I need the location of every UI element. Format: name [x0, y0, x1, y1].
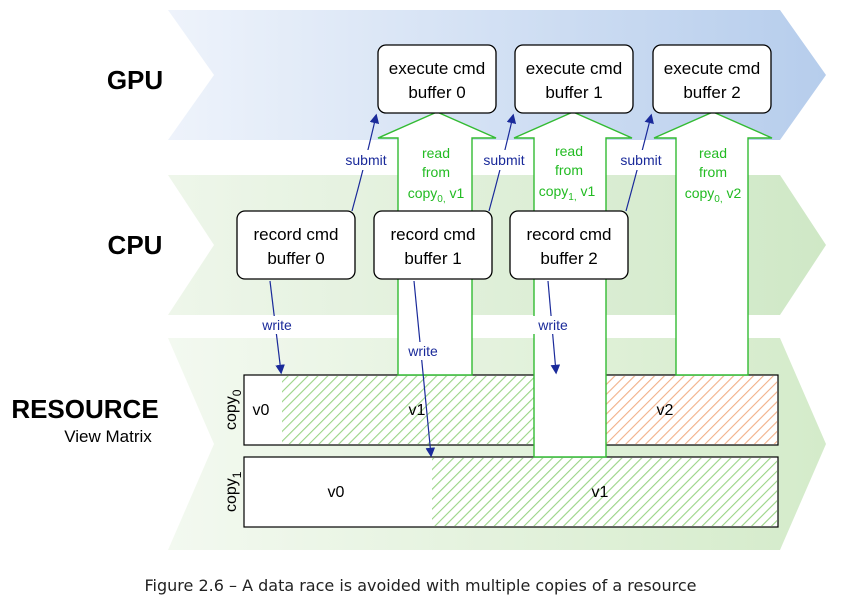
write-label-1: write [401, 342, 445, 360]
read-label-0: read from copy0, v1 [408, 145, 465, 205]
lane-label-resource: RESOURCE [11, 394, 158, 424]
cpu-box-0: record cmd buffer 0 [236, 210, 356, 280]
svg-text:buffer 0: buffer 0 [267, 249, 324, 268]
lane-label-cpu: CPU [108, 230, 163, 260]
svg-text:from: from [555, 162, 583, 178]
cell-copy0-v1: v1 [409, 402, 426, 419]
svg-text:copy1, v1: copy1, v1 [539, 183, 596, 203]
gpu-box-1: execute cmd buffer 1 [514, 44, 634, 114]
row-label-copy1: copy1 [223, 471, 244, 512]
lane-sublabel-view-matrix: View Matrix [64, 427, 152, 446]
cpu-band [168, 175, 826, 315]
svg-text:record cmd: record cmd [526, 225, 611, 244]
cpu-box-2: record cmd buffer 2 [509, 210, 629, 280]
cell-copy0-v1-hatch [282, 376, 556, 444]
gpu-box-2: execute cmd buffer 2 [652, 44, 772, 114]
svg-text:record cmd: record cmd [253, 225, 338, 244]
write-label-0: write [255, 316, 299, 334]
cell-copy0-v2: v2 [657, 402, 674, 419]
read-label-2: read from copy0, v2 [685, 145, 742, 205]
svg-text:write: write [537, 317, 568, 333]
svg-text:execute cmd: execute cmd [664, 59, 760, 78]
cell-copy1-v0: v0 [328, 484, 345, 501]
submit-label-2: submit [614, 150, 668, 170]
svg-text:read: read [555, 143, 583, 159]
row-label-copy0: copy0 [223, 389, 244, 430]
svg-text:buffer 1: buffer 1 [404, 249, 461, 268]
resource-row-copy1: v0 v1 [243, 456, 779, 528]
svg-text:buffer 0: buffer 0 [408, 83, 465, 102]
svg-text:execute cmd: execute cmd [526, 59, 622, 78]
svg-text:execute cmd: execute cmd [389, 59, 485, 78]
submit-label-0: submit [339, 150, 393, 170]
gpu-box-0: execute cmd buffer 0 [377, 44, 497, 114]
svg-text:submit: submit [483, 152, 524, 168]
svg-text:write: write [261, 317, 292, 333]
cpu-box-1: record cmd buffer 1 [373, 210, 493, 280]
resource-row-copy0: v0 v1 v2 [243, 374, 779, 446]
lane-label-gpu: GPU [107, 65, 163, 95]
svg-text:buffer 2: buffer 2 [683, 83, 740, 102]
read-arrow-1 [513, 111, 633, 458]
svg-text:write: write [407, 343, 438, 359]
figure-caption: Figure 2.6 – A data race is avoided with… [144, 576, 697, 595]
svg-text:record cmd: record cmd [390, 225, 475, 244]
svg-text:read: read [699, 145, 727, 161]
svg-text:submit: submit [345, 152, 386, 168]
svg-text:copy0, v2: copy0, v2 [685, 185, 742, 205]
write-label-2: write [531, 316, 575, 334]
read-arrow-2 [653, 111, 773, 376]
svg-text:from: from [422, 164, 450, 180]
cell-copy0-v0: v0 [253, 402, 270, 419]
svg-text:from: from [699, 164, 727, 180]
submit-label-1: submit [477, 150, 531, 170]
cell-copy1-v1-hatch [432, 458, 777, 526]
cell-copy1-v1: v1 [592, 484, 609, 501]
svg-text:submit: submit [620, 152, 661, 168]
svg-text:read: read [422, 145, 450, 161]
read-label-1: read from copy1, v1 [539, 143, 596, 203]
write-arrow-1 [413, 280, 436, 458]
svg-text:buffer 1: buffer 1 [545, 83, 602, 102]
svg-text:buffer 2: buffer 2 [540, 249, 597, 268]
svg-text:copy0, v1: copy0, v1 [408, 185, 465, 205]
